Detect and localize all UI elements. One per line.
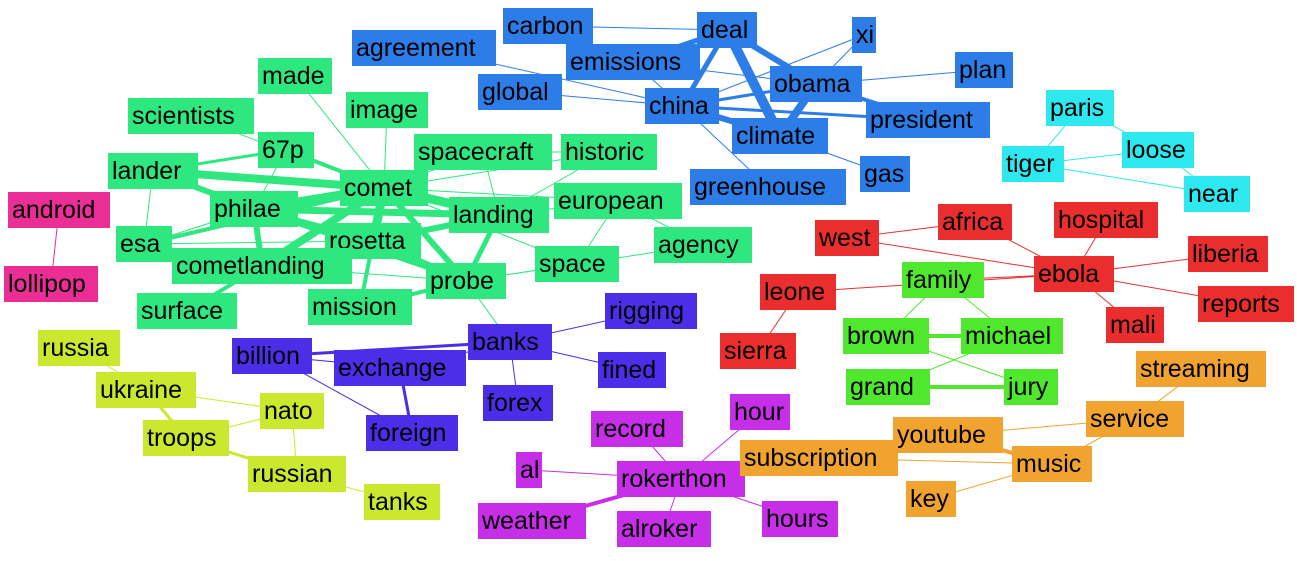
- node-made: made: [258, 58, 332, 94]
- node-plan: plan: [955, 52, 1013, 88]
- node-brown: brown: [843, 318, 929, 354]
- node-troops: troops: [143, 420, 229, 456]
- node-greenhouse: greenhouse: [690, 169, 846, 205]
- node-historic: historic: [561, 134, 657, 170]
- node-tiger: tiger: [1002, 146, 1064, 182]
- node-loose: loose: [1122, 132, 1194, 168]
- node-president: president: [866, 102, 990, 138]
- node-paris: paris: [1046, 90, 1114, 126]
- node-android: android: [8, 192, 110, 228]
- node-liberia: liberia: [1188, 236, 1268, 272]
- node-space: space: [535, 246, 619, 282]
- node-carbon: carbon: [503, 8, 593, 44]
- node-mali: mali: [1106, 307, 1164, 343]
- node-scientists: scientists: [128, 98, 254, 134]
- node-agreement: agreement: [352, 30, 496, 66]
- node-hours: hours: [762, 501, 838, 537]
- node-music: music: [1012, 446, 1092, 482]
- node-deal: deal: [697, 12, 757, 48]
- node-service: service: [1086, 401, 1184, 437]
- node-russian: russian: [248, 456, 346, 492]
- node-al: al: [516, 452, 542, 488]
- node-lander: lander: [108, 153, 198, 189]
- node-comet: comet: [340, 170, 428, 206]
- node-rokerthon: rokerthon: [617, 461, 745, 497]
- node-ukraine: ukraine: [96, 372, 196, 408]
- node-obama: obama: [770, 66, 862, 102]
- node-jury: jury: [1004, 369, 1058, 405]
- node-west: west: [815, 220, 879, 256]
- node-forex: forex: [483, 385, 553, 421]
- node-michael: michael: [961, 318, 1063, 354]
- node-probe: probe: [426, 263, 506, 299]
- node-landing: landing: [449, 197, 549, 233]
- node-emissions: emissions: [566, 44, 700, 80]
- node-exchange: exchange: [334, 350, 466, 386]
- node-family: family: [902, 262, 984, 298]
- node-mission: mission: [308, 289, 412, 325]
- node-hour: hour: [730, 394, 790, 430]
- node-weather: weather: [478, 503, 586, 539]
- node-image: image: [346, 92, 428, 128]
- node-foreign: foreign: [366, 415, 458, 451]
- node-subscription: subscription: [740, 440, 898, 476]
- node-nato: nato: [260, 393, 324, 429]
- node-agency: agency: [654, 227, 752, 263]
- node-global: global: [478, 74, 562, 110]
- node-alroker: alroker: [617, 511, 711, 547]
- node-russia: russia: [38, 330, 120, 366]
- node-67p: 67p: [258, 132, 314, 168]
- node-hospital: hospital: [1054, 202, 1158, 238]
- node-reports: reports: [1198, 286, 1294, 322]
- node-banks: banks: [468, 324, 552, 360]
- node-xi: xi: [852, 17, 876, 53]
- node-key: key: [906, 481, 956, 517]
- node-grand: grand: [846, 369, 930, 405]
- node-spacecraft: spacecraft: [414, 134, 552, 170]
- node-sierra: sierra: [720, 333, 796, 369]
- node-fined: fined: [598, 352, 666, 388]
- node-cometlanding: cometlanding: [172, 248, 352, 284]
- node-near: near: [1184, 176, 1250, 212]
- node-streaming: streaming: [1136, 351, 1266, 387]
- node-youtube: youtube: [893, 417, 1003, 453]
- node-climate: climate: [732, 118, 828, 154]
- node-billion: billion: [232, 338, 312, 374]
- node-leone: leone: [760, 274, 836, 310]
- node-philae: philae: [210, 191, 298, 227]
- node-lollipop: lollipop: [4, 266, 98, 302]
- node-esa: esa: [116, 226, 172, 262]
- node-record: record: [591, 411, 683, 447]
- node-africa: africa: [938, 204, 1012, 240]
- node-china: china: [645, 88, 719, 124]
- edge-comet-made: [294, 75, 385, 189]
- node-rigging: rigging: [605, 293, 697, 329]
- node-ebola: ebola: [1034, 256, 1114, 292]
- node-tanks: tanks: [364, 484, 440, 520]
- node-surface: surface: [137, 293, 237, 329]
- node-gas: gas: [860, 156, 910, 192]
- node-european: european: [554, 183, 682, 219]
